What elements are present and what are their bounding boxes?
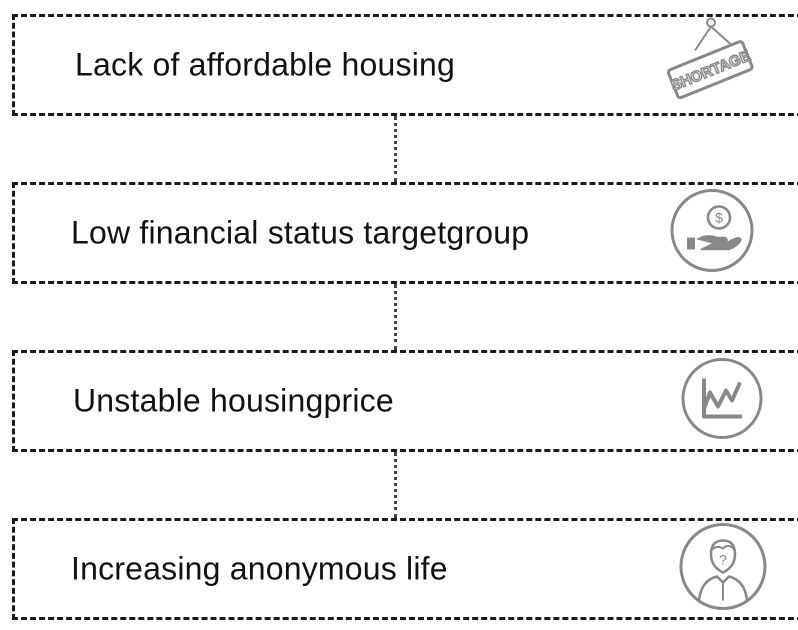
coin-symbol: $ (715, 210, 723, 226)
connector-line (394, 116, 397, 182)
problem-box-affordable-housing: Lack of affordable housing SHORTAGE (12, 14, 798, 116)
question-mark: ? (719, 552, 727, 568)
connector-line (394, 452, 397, 518)
shortage-sign-icon: SHORTAGE (665, 17, 757, 114)
hand-coin-icon: $ (669, 188, 755, 279)
connector-line (394, 284, 397, 350)
problem-label: Unstable housingprice (73, 382, 394, 419)
problem-label: Lack of affordable housing (75, 46, 455, 83)
problem-label: Low financial status targetgroup (71, 214, 530, 251)
problem-box-financial-status: Low financial status targetgroup $ (12, 182, 798, 284)
problem-box-housing-price: Unstable housingprice (12, 350, 798, 452)
problem-box-anonymous-life: Increasing anonymous life ? (12, 518, 798, 620)
problem-label: Increasing anonymous life (71, 550, 448, 587)
fluctuating-chart-icon (680, 357, 764, 446)
unknown-person-icon: ? (677, 521, 769, 618)
